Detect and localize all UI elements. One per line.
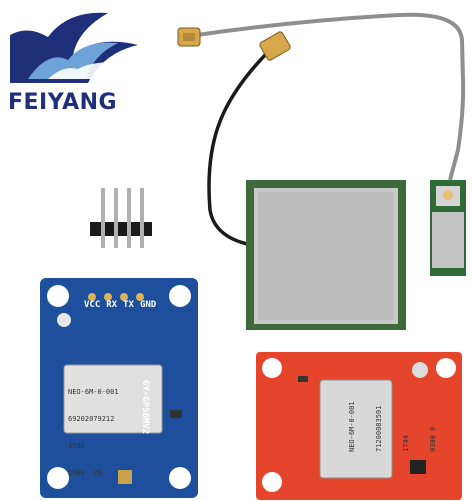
red-chip-line4: 0300 8 (429, 426, 437, 452)
red-chip-line3: 1744 (402, 435, 410, 452)
pin-label-vcc: VCC (84, 300, 101, 310)
blue-chip-model: NEO-6M-0-001 (68, 388, 119, 396)
blue-chip-marking: NEO-6M-0-001 69202079212 1736 1300 25 (68, 370, 119, 487)
pin-label-gnd: GND (139, 300, 157, 310)
brand-logo (8, 5, 148, 85)
brand-name: FEIYANG (8, 90, 118, 115)
pin-labels: VCC RX TX GND (84, 300, 156, 310)
logo-wave-icon (10, 12, 138, 84)
pin-label-rx: RX (106, 300, 118, 310)
red-chip-model: NEO-6M-0-001 (348, 401, 356, 452)
blue-gps-board (40, 278, 198, 498)
board-model-label: GY-GPS6MV2 (140, 380, 150, 435)
blue-chip-line3: 1736 (68, 442, 85, 450)
blue-chip-line2: 69202079212 (68, 415, 115, 423)
ceramic-patch-antenna (246, 180, 406, 330)
ufl-connector-right (259, 31, 291, 61)
red-gps-board (256, 352, 462, 500)
pin-label-tx: TX (123, 300, 134, 310)
header-pins (90, 188, 152, 248)
patch-antenna-wire (207, 48, 272, 248)
antenna-cable (189, 12, 466, 181)
red-chip-line2: 71200083591 (375, 405, 383, 452)
blue-chip-line4: 1300 25 (68, 469, 102, 477)
red-chip-marking: NEO-6M-0-001 71200083591 1744 0300 8 (330, 401, 447, 452)
chip-antenna-board (430, 180, 466, 276)
